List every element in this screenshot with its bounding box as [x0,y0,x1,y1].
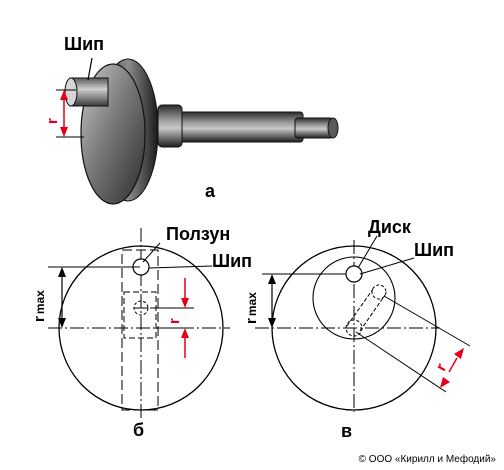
panel-a-label: а [205,181,216,201]
tenon-rot-v [371,284,387,300]
disk-leader [357,235,378,269]
r-label-v: r [433,361,451,374]
tenon-label-v: Шип [414,240,454,260]
copyright-notice: © ООО «Кирилл и Мефодий» [358,454,496,465]
slider-leader [142,242,161,263]
panel-v-label: в [341,421,352,441]
tenon-label-b: Шип [212,251,252,271]
slider-channel [121,249,159,411]
r-label-b: r [166,318,183,324]
r-dimension-a [56,89,84,138]
slider-label: Ползун [166,224,230,244]
panel-b-slider-diagram: rmax r Ползун Шип б [31,224,252,440]
shaft [157,104,339,148]
panel-v-disk-diagram: r rmax Диск Шип в [243,217,471,441]
tenon-label-a: Шип [64,34,104,54]
tenon-leader-b [148,265,213,269]
panel-b-label: б [133,420,144,440]
tenon-top-v [345,265,363,283]
panel-a-crank-illustration: Шип r а [44,34,339,205]
disk-label: Диск [368,217,412,237]
tenon-leader-a [87,57,93,81]
r-label-a: r [44,118,61,124]
rmax-label-v: rmax [243,292,260,324]
tenon-leader-v [359,257,415,275]
tenon-pin [64,77,109,107]
slider-block [123,291,157,339]
rmax-label-b: rmax [31,290,48,322]
